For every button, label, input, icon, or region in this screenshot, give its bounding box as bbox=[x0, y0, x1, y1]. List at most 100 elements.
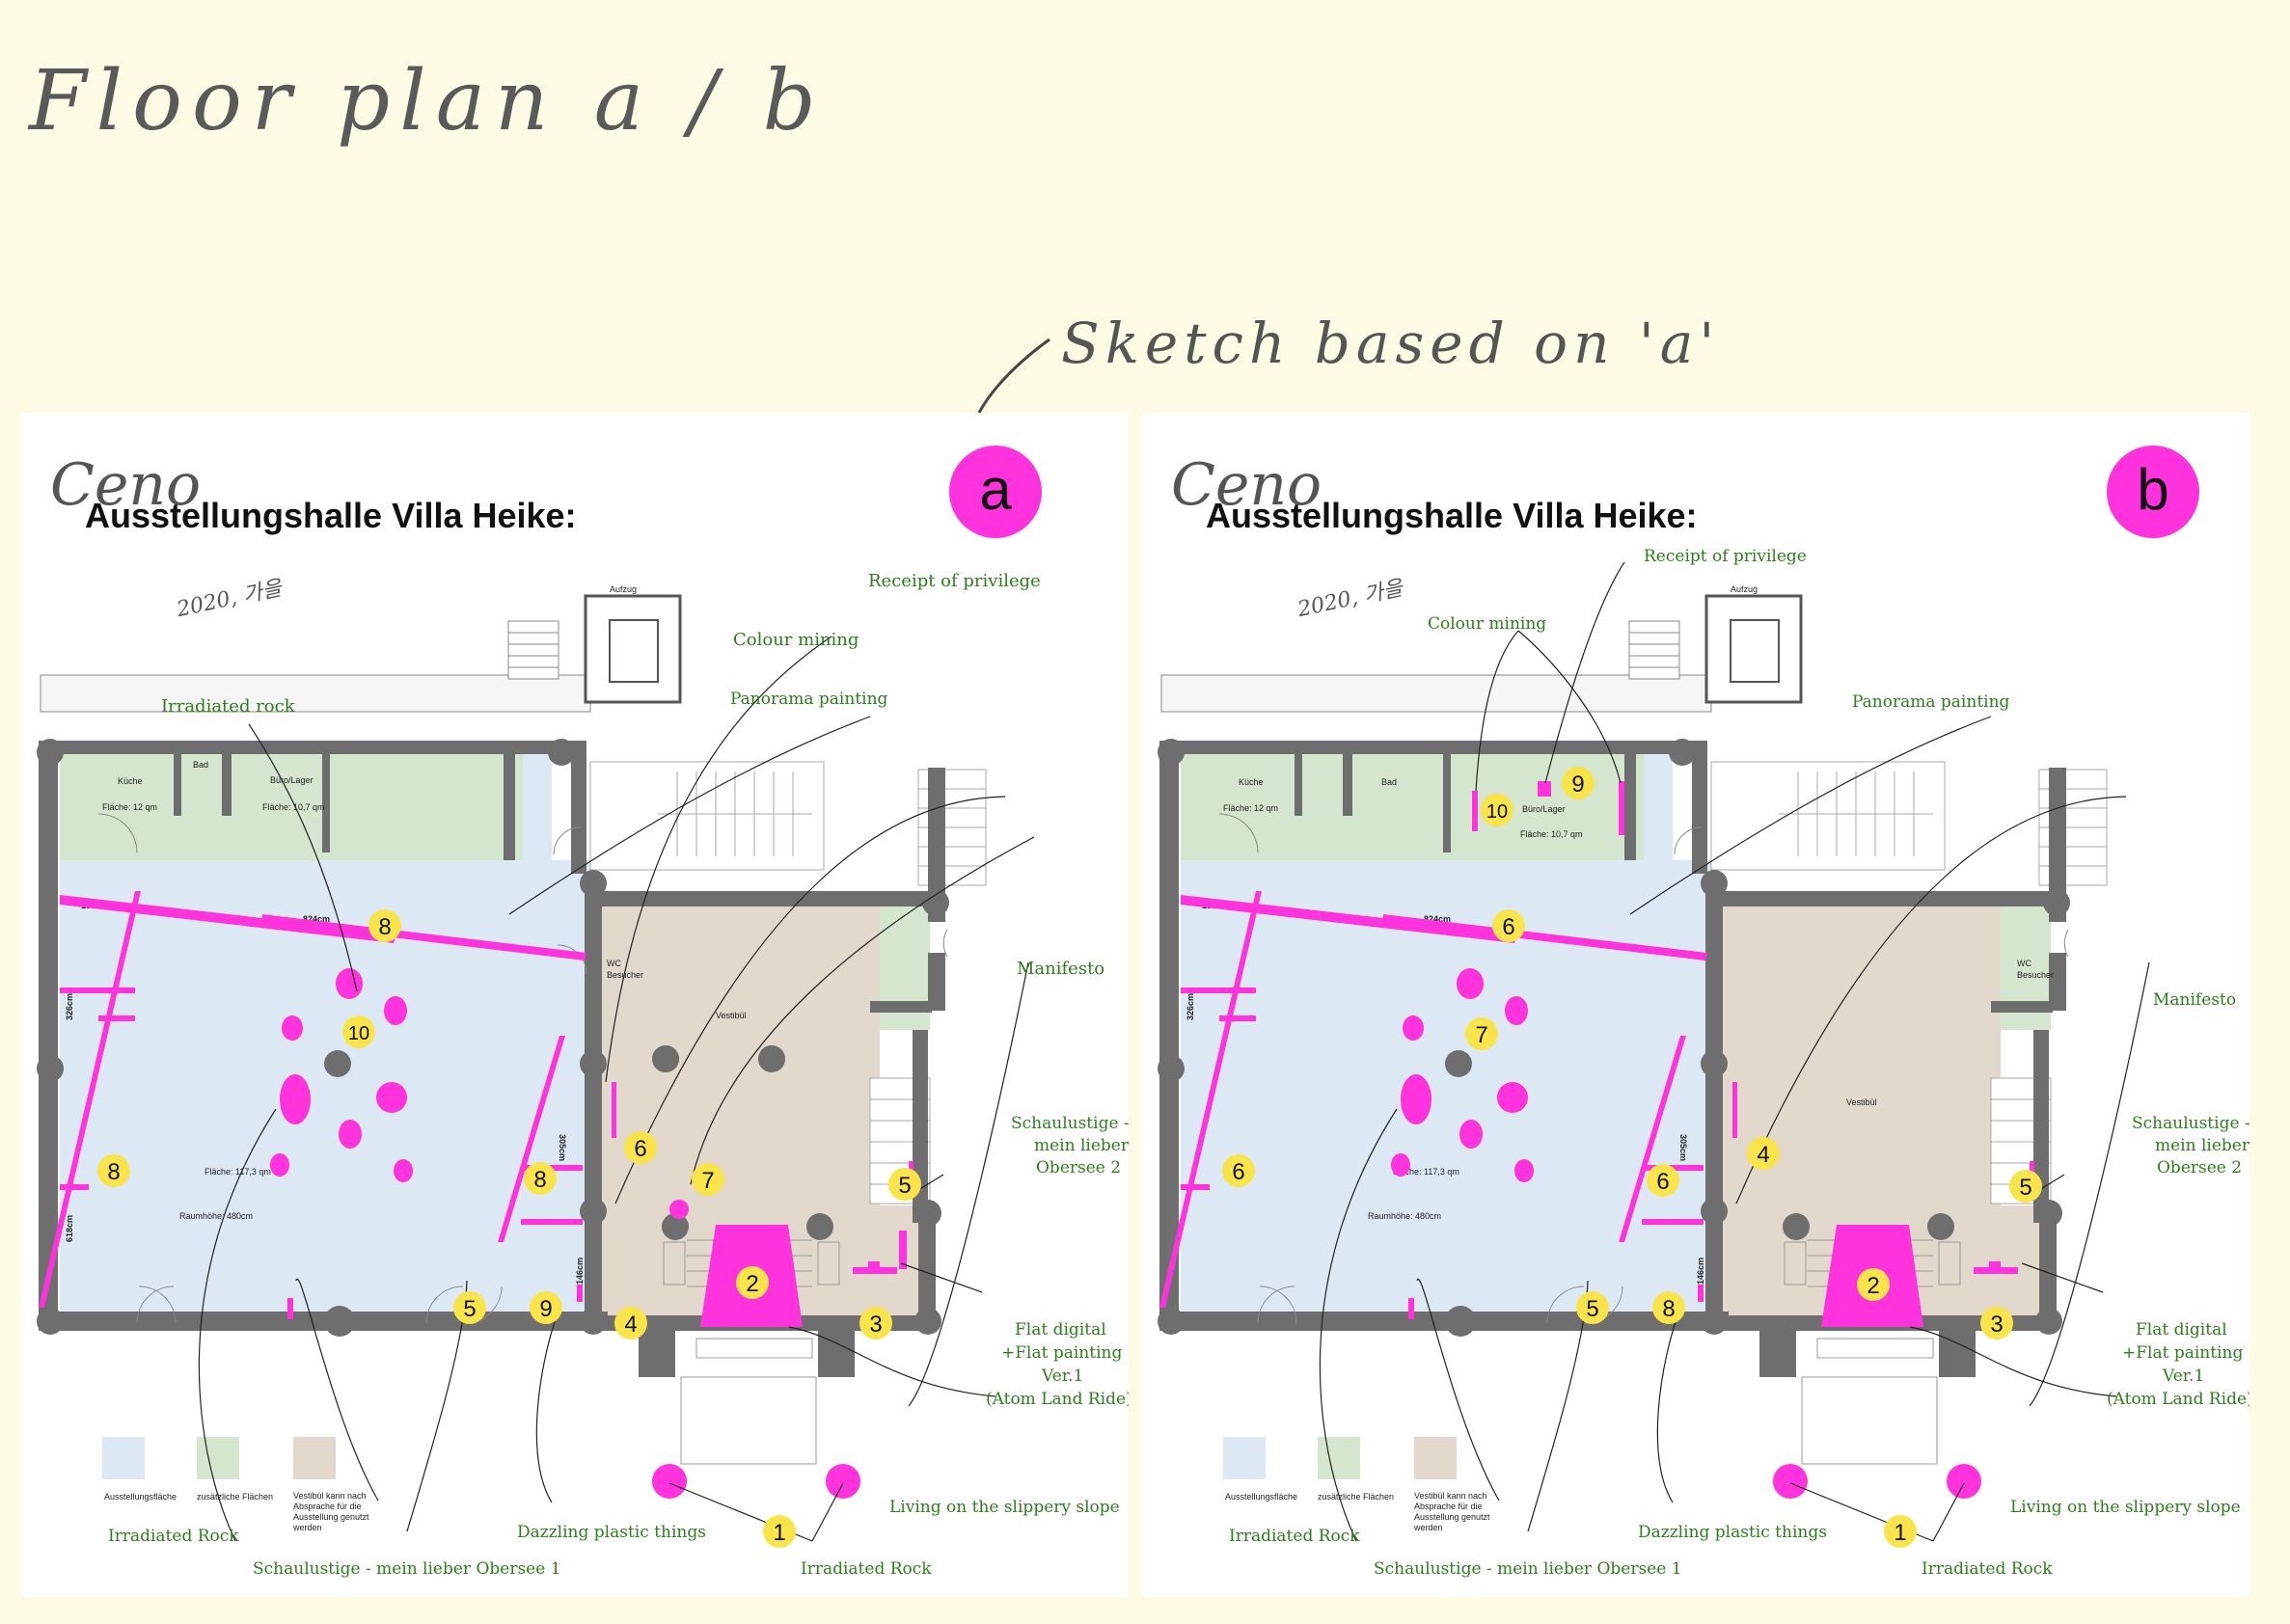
room-bad: Bad bbox=[193, 760, 208, 770]
marker-8-left: 8 bbox=[97, 1154, 130, 1187]
artwork-labels: Receipt of privilege Colour mining Panor… bbox=[108, 571, 1129, 1579]
svg-text:7: 7 bbox=[1475, 1022, 1487, 1048]
marker-5-right: 5 bbox=[888, 1168, 921, 1201]
dim-326: 326cm bbox=[1186, 993, 1195, 1020]
label-colour-mining: Colour mining bbox=[733, 630, 859, 650]
page-heading: Floor plan a / b bbox=[29, 53, 826, 149]
marker-8-top: 8 bbox=[368, 909, 401, 942]
svg-text:3: 3 bbox=[1990, 1312, 2003, 1338]
svg-text:7: 7 bbox=[701, 1168, 714, 1194]
svg-text:4: 4 bbox=[624, 1312, 637, 1338]
label-living-on-slippery-slope: Living on the slippery slope bbox=[2010, 1498, 2241, 1517]
dim-824: 824cm bbox=[1424, 914, 1451, 924]
legend-additional: zusätzliche Flächen bbox=[1318, 1492, 1394, 1502]
room-kueche: Küche bbox=[118, 776, 143, 786]
label-schaulustige-2-line2: mein lieber bbox=[1034, 1136, 1129, 1155]
room-kueche-area: Fläche: 12 qm bbox=[1223, 803, 1278, 813]
legend-exhibition: Ausstellungsfläche bbox=[104, 1492, 177, 1502]
artworks bbox=[1159, 781, 2034, 1499]
legend: Ausstellungsfläche zusätzliche Flächen V… bbox=[1223, 1437, 1490, 1532]
label-flat-digital-line1: Flat digital bbox=[1015, 1320, 1106, 1340]
label-manifesto: Manifesto bbox=[2153, 990, 2236, 1010]
legend-vestibule-4: werden bbox=[292, 1523, 322, 1532]
legend-exhibition: Ausstellungsfläche bbox=[1225, 1492, 1297, 1502]
svg-text:10: 10 bbox=[348, 1023, 369, 1044]
label-flat-digital-line4: (Atom Land Ride) bbox=[986, 1390, 1129, 1409]
svg-text:8: 8 bbox=[1662, 1296, 1675, 1322]
marker-3: 3 bbox=[1980, 1307, 2013, 1340]
plan-base bbox=[37, 594, 987, 1465]
legend-vestibule-2: Absprache für die bbox=[293, 1502, 362, 1511]
dim-618: 618cm bbox=[65, 1215, 74, 1242]
room-wc-besucher: Besucher bbox=[2017, 970, 2054, 980]
svg-text:5: 5 bbox=[898, 1173, 911, 1199]
legend-vestibule-4: werden bbox=[1413, 1523, 1443, 1532]
room-vestibuel: Vestibül bbox=[716, 1011, 747, 1020]
marker-5-left: 5 bbox=[1576, 1291, 1609, 1324]
svg-text:8: 8 bbox=[533, 1167, 546, 1193]
floor-plan-b: Aufzug Küche Fläche: 12 qm Bad Büro/Lage… bbox=[1142, 413, 2249, 1597]
marker-4: 4 bbox=[1747, 1137, 1780, 1170]
room-hall-area: Fläche: 117,3 qm bbox=[204, 1167, 271, 1177]
marker-5-right: 5 bbox=[2009, 1170, 2042, 1203]
room-buero: Büro/Lager bbox=[1522, 804, 1566, 814]
floor-plan-a-drawing: Aufzug Küche Fläche: 12 qm Bad Büro/Lage… bbox=[37, 571, 1129, 1579]
markers: 1 2 3 4 5 5 6 7 8 8 8 9 10 bbox=[97, 909, 921, 1548]
room-hall-height: Raumhöhe: 480cm bbox=[179, 1211, 253, 1221]
room-wc-besucher: Besucher bbox=[607, 970, 643, 980]
svg-text:6: 6 bbox=[1656, 1169, 1669, 1195]
label-flat-digital-line2: +Flat painting bbox=[1001, 1343, 1122, 1363]
legend-swatch-additional bbox=[197, 1437, 239, 1479]
marker-9: 9 bbox=[1562, 767, 1595, 799]
label-flat-digital-line4: (Atom Land Ride) bbox=[2107, 1390, 2249, 1409]
legend: Ausstellungsfläche zusätzliche Flächen V… bbox=[102, 1437, 369, 1532]
room-hall-area: Fläche: 117,3 qm bbox=[1393, 1167, 1459, 1177]
marker-4: 4 bbox=[614, 1307, 647, 1340]
room-buero-area: Fläche: 10,7 qm bbox=[1520, 829, 1583, 839]
svg-text:9: 9 bbox=[1571, 771, 1584, 798]
marker-5-left: 5 bbox=[453, 1291, 486, 1324]
label-panorama-painting: Panorama painting bbox=[730, 690, 888, 709]
marker-1: 1 bbox=[763, 1515, 796, 1548]
label-dazzling-plastic-things: Dazzling plastic things bbox=[1638, 1523, 1827, 1542]
marker-6: 6 bbox=[624, 1131, 657, 1164]
svg-text:9: 9 bbox=[539, 1296, 552, 1322]
label-schaulustige-2-line1: Schaulustige - bbox=[1011, 1114, 1129, 1133]
label-flat-digital-line2: +Flat painting bbox=[2122, 1343, 2243, 1363]
room-aufzug: Aufzug bbox=[1731, 584, 1758, 594]
svg-text:3: 3 bbox=[869, 1312, 882, 1338]
label-colour-mining: Colour mining bbox=[1428, 614, 1546, 634]
sketch-note: Sketch based on 'a' bbox=[1061, 311, 1721, 376]
svg-text:4: 4 bbox=[1757, 1142, 1769, 1168]
marker-7: 7 bbox=[1465, 1017, 1498, 1050]
label-schaulustige-2-line2: mein lieber bbox=[2155, 1136, 2249, 1155]
plan-base bbox=[1158, 594, 2108, 1465]
dim-326: 326cm bbox=[65, 993, 74, 1020]
svg-text:5: 5 bbox=[1586, 1296, 1598, 1322]
label-irradiated-rock-bottom: Irradiated Rock bbox=[801, 1559, 932, 1579]
svg-text:8: 8 bbox=[378, 914, 391, 940]
label-schaulustige-1: Schaulustige - mein lieber Obersee 1 bbox=[1374, 1559, 1682, 1579]
room-buero: Büro/Lager bbox=[270, 775, 314, 785]
room-wc: WC bbox=[607, 959, 621, 968]
legend-swatch-vestibule bbox=[1414, 1437, 1457, 1479]
floor-plan-a: Aufzug Küche Fläche: 12 qm Bad Büro/Lage… bbox=[21, 413, 1129, 1597]
marker-8: 8 bbox=[1652, 1291, 1685, 1324]
svg-text:2: 2 bbox=[746, 1271, 758, 1297]
room-aufzug: Aufzug bbox=[610, 584, 637, 594]
dim-146: 146cm bbox=[1696, 1258, 1705, 1285]
legend-swatch-exhibition bbox=[102, 1437, 145, 1479]
panel-letter-b: b bbox=[2107, 446, 2199, 538]
legend-vestibule-1: Vestibül kann nach bbox=[1414, 1491, 1487, 1501]
label-manifesto: Manifesto bbox=[1017, 959, 1104, 979]
dim-305: 305cm bbox=[558, 1134, 567, 1161]
marker-10: 10 bbox=[1481, 794, 1513, 826]
marker-6-top: 6 bbox=[1492, 909, 1525, 942]
dim-146: 146cm bbox=[575, 1258, 585, 1285]
svg-text:6: 6 bbox=[1502, 914, 1514, 940]
legend-vestibule-2: Absprache für die bbox=[1414, 1502, 1483, 1511]
svg-text:5: 5 bbox=[463, 1296, 476, 1322]
room-kueche: Küche bbox=[1239, 777, 1264, 787]
artworks bbox=[39, 891, 913, 1499]
label-schaulustige-2-line3: Obersee 2 bbox=[2157, 1158, 2242, 1177]
